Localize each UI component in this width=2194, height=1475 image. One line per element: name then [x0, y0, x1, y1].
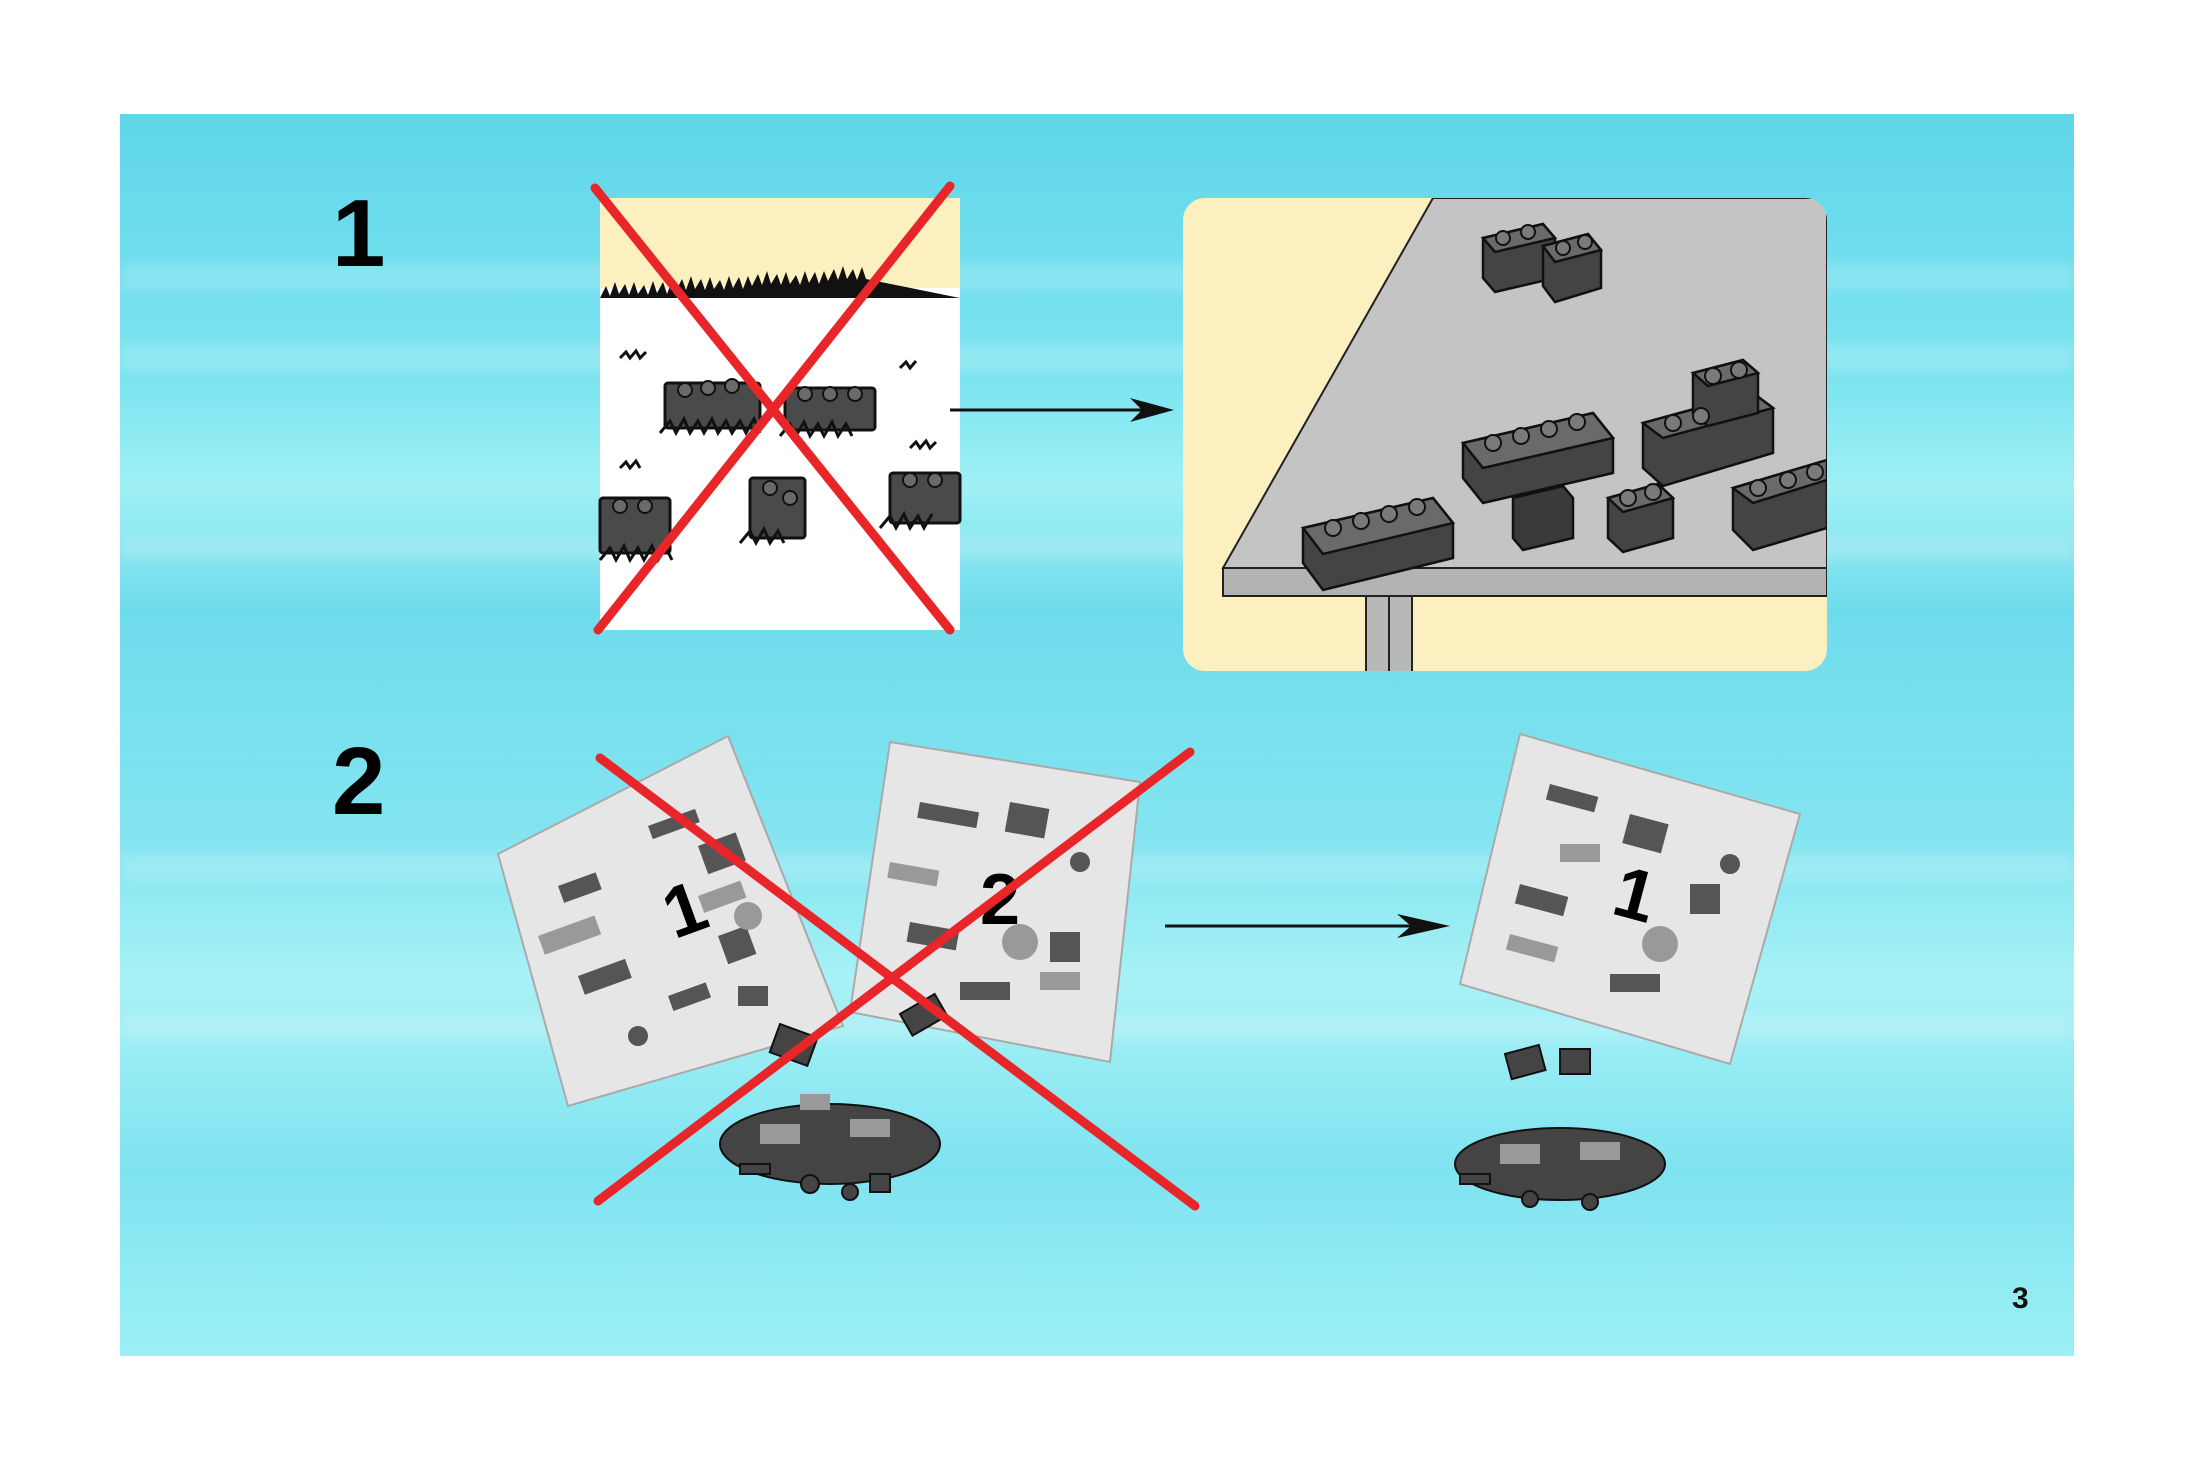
- step-1-number: 1: [332, 180, 386, 287]
- bag-1-illustration: [1458, 732, 1802, 1066]
- table-panel-illustration: [1183, 198, 1827, 671]
- brick-pile-illustration: [719, 992, 949, 1201]
- step-2-number: 2: [332, 728, 386, 835]
- red-cross-icon: [593, 747, 1200, 1211]
- arrow-right-icon: [1165, 914, 1450, 938]
- red-cross-icon: [590, 181, 955, 635]
- page-number: 3: [2012, 1282, 2029, 1315]
- instruction-page: 1 2: [120, 114, 2074, 1356]
- bag-1-illustration: [496, 734, 845, 1108]
- arrow-right-icon: [950, 398, 1174, 422]
- brick-pile-illustration: [1454, 1043, 1666, 1211]
